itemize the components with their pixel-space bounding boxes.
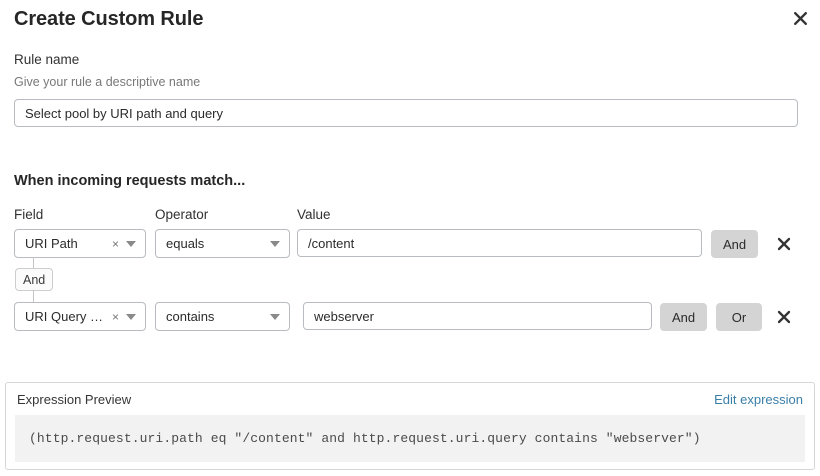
rule-name-input[interactable] — [14, 99, 798, 127]
condition-operator-select-1[interactable]: equals — [155, 229, 290, 258]
condition-field-select-2[interactable]: URI Query St... × — [14, 302, 146, 331]
rule-name-label: Rule name — [14, 52, 80, 67]
close-icon — [793, 11, 807, 25]
column-header-value: Value — [297, 207, 331, 222]
expression-code-text: (http.request.uri.path eq "/content" and… — [29, 431, 701, 446]
condition-value-input-2[interactable] — [303, 302, 652, 330]
expression-preview-label: Expression Preview — [17, 392, 132, 407]
condition-operator-value-2: contains — [166, 309, 215, 324]
condition-and-button-2[interactable]: And — [660, 303, 708, 331]
match-section-heading: When incoming requests match... — [14, 173, 246, 189]
condition-field-value-1: URI Path — [25, 236, 78, 251]
condition-operator-select-2[interactable]: contains — [155, 302, 290, 331]
clear-field-icon-2[interactable]: × — [111, 309, 119, 324]
column-header-operator: Operator — [155, 207, 209, 222]
connector-line-bottom — [33, 290, 34, 302]
condition-and-button-1[interactable]: And — [711, 230, 759, 258]
condition-field-select-1[interactable]: URI Path × — [14, 229, 146, 258]
condition-value-input-1[interactable] — [297, 229, 702, 257]
chevron-down-icon — [270, 240, 280, 247]
expression-preview-card: Expression Preview Edit expression (http… — [5, 382, 815, 470]
expression-code-box: (http.request.uri.path eq "/content" and… — [15, 415, 805, 462]
close-icon — [777, 237, 791, 251]
clear-field-icon-1[interactable]: × — [111, 236, 119, 251]
dialog-title: Create Custom Rule — [14, 8, 204, 30]
delete-condition-button-1[interactable] — [774, 234, 794, 254]
group-connector-and[interactable]: And — [15, 268, 54, 291]
close-icon — [777, 310, 791, 324]
condition-field-value-2: URI Query St... — [25, 309, 110, 324]
chevron-down-icon — [126, 240, 136, 247]
rule-name-description: Give your rule a descriptive name — [14, 75, 201, 89]
condition-operator-value-1: equals — [166, 236, 205, 251]
chevron-down-icon — [126, 313, 136, 320]
condition-or-button-2[interactable]: Or — [716, 303, 762, 331]
column-header-field: Field — [14, 207, 44, 222]
chevron-down-icon — [270, 313, 280, 320]
delete-condition-button-2[interactable] — [774, 307, 794, 327]
close-dialog-button[interactable] — [788, 6, 812, 30]
edit-expression-link[interactable]: Edit expression — [714, 392, 803, 407]
connector-line-top — [33, 257, 34, 269]
